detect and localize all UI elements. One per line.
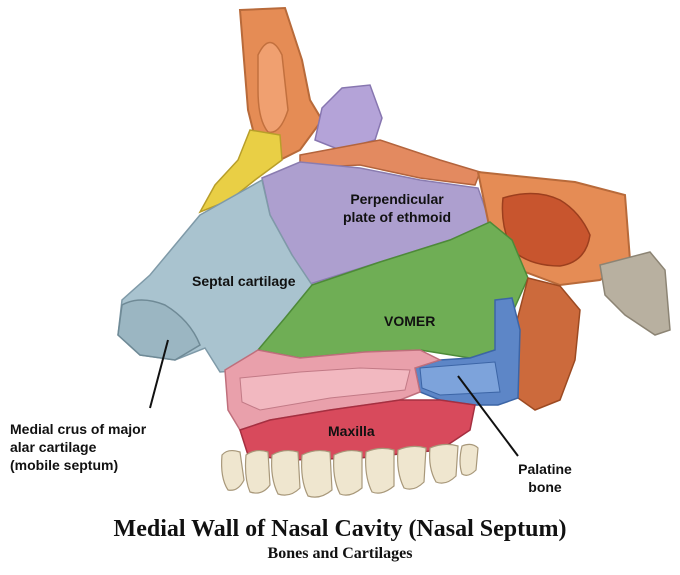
basiocciput bbox=[599, 251, 671, 336]
label-medial-crus-line1: Medial crus of major bbox=[10, 421, 147, 437]
label-vomer: VOMER bbox=[384, 313, 436, 329]
label-perpendicular-line2: plate of ethmoid bbox=[342, 209, 452, 225]
palatine-leader bbox=[457, 375, 519, 457]
frontal-sinus bbox=[257, 41, 289, 134]
label-medial-crus-line3: (mobile septum) bbox=[10, 457, 119, 473]
pterygoid-process bbox=[511, 277, 581, 411]
figure-title: Medial Wall of Nasal Cavity (Nasal Septu… bbox=[113, 516, 567, 542]
figure-subtitle: Bones and Cartilages bbox=[267, 545, 413, 562]
label-medial-crus: Medial crus of major alar cartilage (mob… bbox=[10, 420, 146, 474]
medial-crus bbox=[117, 299, 201, 361]
medial-crus-leader bbox=[149, 339, 169, 409]
label-palatine-bone: Palatine bone bbox=[505, 460, 585, 496]
teeth bbox=[221, 443, 479, 498]
label-palatine-line2: bone bbox=[528, 479, 562, 495]
label-perpendicular-line1: Perpendicular bbox=[350, 191, 444, 207]
label-septal-cartilage: Septal cartilage bbox=[192, 273, 296, 289]
label-medial-crus-line2: alar cartilage bbox=[10, 439, 97, 455]
crista-galli bbox=[314, 84, 383, 151]
label-palatine-line1: Palatine bbox=[518, 461, 572, 477]
label-perpendicular-plate: Perpendicular plate of ethmoid bbox=[322, 190, 472, 226]
label-maxilla: Maxilla bbox=[328, 423, 375, 439]
maxilla-texture bbox=[239, 367, 411, 411]
